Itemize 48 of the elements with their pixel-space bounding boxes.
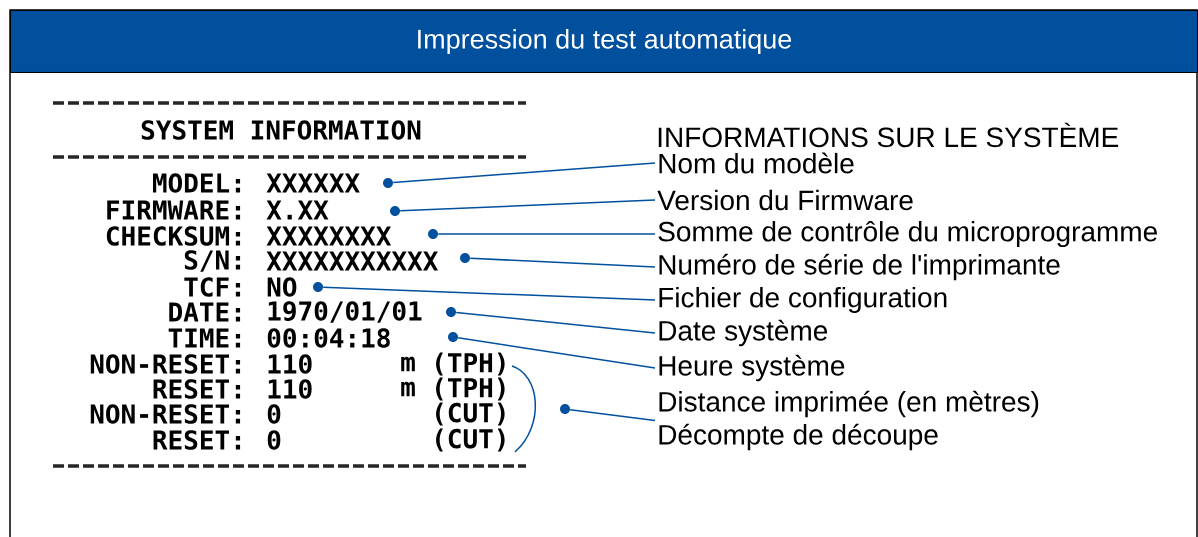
description-text: Date système xyxy=(659,319,828,347)
printout-text: X.XX xyxy=(266,200,329,220)
description-text: Distance imprimée (en mètres) xyxy=(659,390,1039,418)
printout-text: 110 xyxy=(268,354,312,374)
printout-text: SYSTEM INFORMATION xyxy=(141,120,421,140)
printout-text: TCF: xyxy=(184,277,241,297)
description-text: Numéro de série de l'imprimante xyxy=(659,253,1060,281)
printout-text: 110 xyxy=(268,379,312,399)
printout-text: m xyxy=(401,381,415,397)
printout-text: NO xyxy=(267,277,297,297)
printout-text: TIME: xyxy=(168,328,241,348)
printout-text: (TPH) xyxy=(436,377,505,401)
printout-text: MODEL: xyxy=(153,173,241,193)
description-text: Nom du modèle xyxy=(659,152,854,174)
printout-text: 0 xyxy=(267,404,281,424)
leader-line xyxy=(569,408,656,422)
printout-text: CHECKSUM: xyxy=(106,226,241,246)
leader-line xyxy=(437,233,656,235)
printout-text: (CUT) xyxy=(436,402,505,426)
printout-text: XXXXXX xyxy=(266,173,360,193)
description-text: Fichier de configuration xyxy=(659,286,947,314)
printout-text: FIRMWARE: xyxy=(107,200,241,220)
printout-text: XXXXXXXX xyxy=(266,226,392,246)
title-bar: Impression du test automatique xyxy=(10,10,1198,73)
printout-text: NON-RESET: xyxy=(90,354,241,374)
printout-text: RESET: xyxy=(153,379,241,399)
printout-text: 1970/01/01 xyxy=(268,301,422,323)
heading: INFORMATIONS SUR LE SYSTÈME xyxy=(658,122,1119,148)
printout-text: S/N: xyxy=(184,250,241,272)
leader-line xyxy=(399,199,656,212)
printout-text: m xyxy=(401,356,415,372)
printout-text: 0 xyxy=(267,430,281,450)
leader-line xyxy=(392,162,656,184)
printout-text: 00:04:18 xyxy=(267,328,390,348)
description-text: Décompte de découpe xyxy=(659,423,938,451)
printout-text: (TPH) xyxy=(436,352,505,376)
leader-line xyxy=(455,311,656,334)
printout-text: RESET: xyxy=(153,430,241,450)
description-text: Version du Firmware xyxy=(657,189,913,211)
leader-line xyxy=(469,257,656,268)
description-text: Heure système xyxy=(659,354,845,382)
printout-text: XXXXXXXXXXX xyxy=(266,251,439,271)
description-text: Somme de contrôle du microprogramme xyxy=(658,220,1157,248)
printout-text: DATE: xyxy=(169,302,241,322)
printout-text: (CUT) xyxy=(436,428,505,452)
leader-line xyxy=(322,286,656,301)
printout-text: NON-RESET: xyxy=(90,404,241,424)
leader-line xyxy=(457,337,656,369)
